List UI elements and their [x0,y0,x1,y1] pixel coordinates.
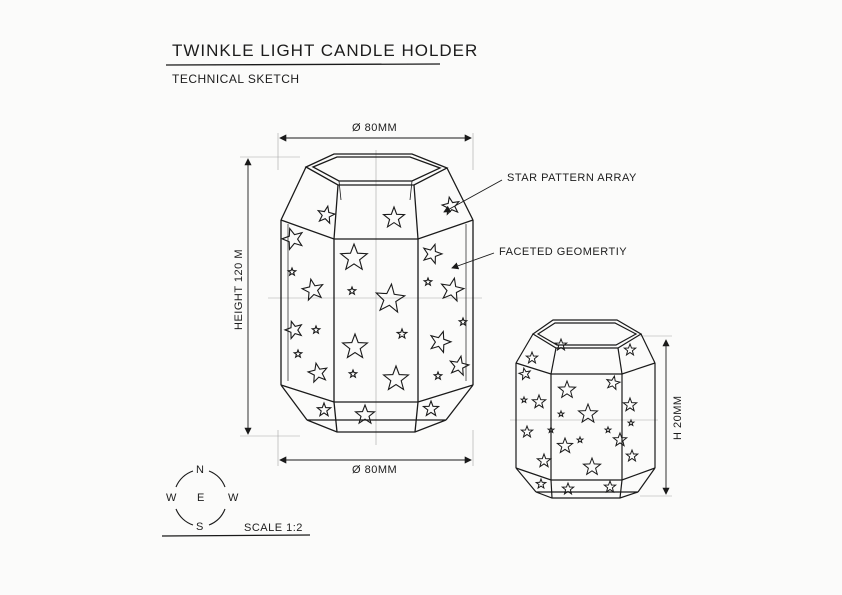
compass-west-right: W [228,492,239,504]
star-cutout [546,425,556,434]
star-cutout [611,431,629,447]
star-cutout [457,316,469,327]
star-cutout [556,436,574,454]
star-cutout [310,324,322,335]
star-cutout [519,395,529,404]
star-cutout [534,477,548,490]
height-label-large: HEIGHT 120 M [233,249,245,330]
star-cutout [440,195,461,216]
star-cutout [575,435,585,444]
star-cutout [422,276,434,287]
star-cutout [341,332,369,359]
star-cutout [582,456,602,476]
star-cutout [448,354,471,377]
scale-label: SCALE 1:2 [244,522,303,534]
star-cutout [440,276,466,303]
star-cutout [354,403,376,425]
faceted-geometry-callout: FACETED GEOMERTIY [499,246,628,258]
star-cutout [560,481,576,496]
large-star-pattern [280,195,471,425]
compass-north: N [196,464,205,476]
star-cutout [553,337,569,352]
star-cutout [395,327,409,340]
star-cutout [577,402,599,424]
bottom-diameter-label: Ø 80MM [352,464,398,476]
star-cutout [602,479,618,494]
star-cutout [429,330,453,354]
star-cutout [626,418,636,427]
height-label-small: H 20MM [672,395,684,440]
compass-east: E [197,492,205,504]
star-cutout [517,366,532,381]
star-cutout [315,401,333,417]
star-cutout [557,379,577,399]
star-cutout [622,342,638,357]
drawing-subtitle: TECHNICAL SKETCH [172,72,300,86]
star-cutout [421,399,441,417]
scale-underline [161,534,311,537]
star-cutout [621,396,639,412]
star-cutout [346,285,358,296]
small-star-pattern [517,337,640,496]
star-cutout [283,319,303,340]
star-cutout [382,364,410,391]
compass-west-left: W [166,492,177,504]
star-cutout [603,425,613,434]
compass-south: S [196,521,204,533]
star-cutout [306,361,329,384]
star-cutout [624,448,640,463]
star-cutout [524,350,540,365]
drawing-title: TWINKLE LIGHT CANDLE HOLDER [172,41,479,60]
compass-rose [175,470,226,526]
star-cutout [519,424,535,439]
top-diameter-label: Ø 80MM [352,122,398,134]
star-cutout [530,393,548,409]
star-cutout [422,242,444,266]
star-cutout [286,266,298,277]
star-cutout [347,368,359,379]
callout-leaders [443,179,503,270]
star-cutout [374,282,407,314]
star-pattern-callout: STAR PATTERN ARRAY [507,172,637,184]
large-lantern-drawing [240,133,482,466]
star-cutout [556,409,566,418]
star-cutout [292,348,304,359]
star-cutout [280,227,304,251]
star-cutout [432,370,444,381]
star-cutout [381,205,407,229]
star-cutout [316,204,337,225]
title-underline [165,63,441,66]
star-cutout [339,242,369,271]
star-cutout [605,374,622,391]
star-cutout [300,277,324,302]
dimension-lines [244,134,670,495]
star-cutout [535,452,553,468]
